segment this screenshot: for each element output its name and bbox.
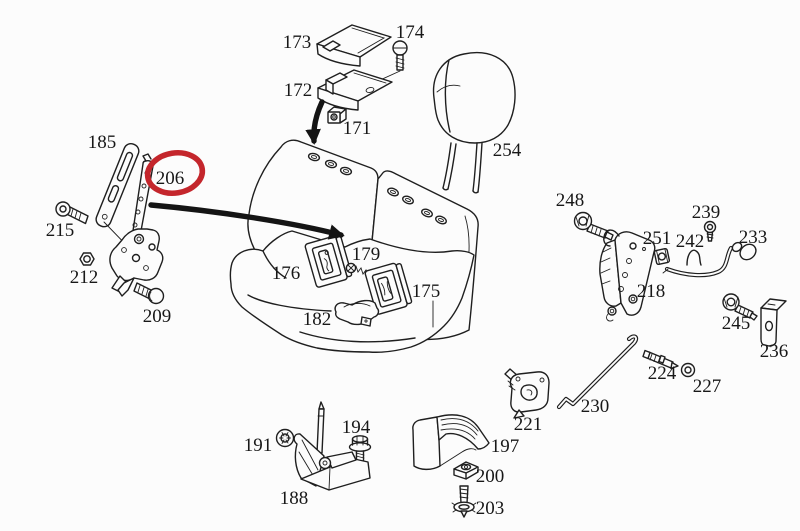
part-label-188: 188 xyxy=(280,488,309,509)
rod-230-drawing xyxy=(556,334,639,410)
part-label-221: 221 xyxy=(514,414,543,435)
headrest-drawing xyxy=(432,52,516,194)
hinge-bracket-218-drawing xyxy=(599,229,656,322)
part-label-236: 236 xyxy=(760,341,789,362)
screw-203-drawing xyxy=(451,485,477,518)
part-label-227: 227 xyxy=(693,376,722,397)
part-label-206-highlighted: 206 xyxy=(156,168,185,189)
part-label-176: 176 xyxy=(272,263,301,284)
latch-cover-175-drawing xyxy=(364,262,413,315)
part-label-242: 242 xyxy=(676,231,705,252)
release-cable-233-drawing xyxy=(662,241,757,278)
part-label-197: 197 xyxy=(491,436,520,457)
arrow-206-to-seat xyxy=(148,202,345,240)
part-label-175: 175 xyxy=(412,281,441,302)
part-label-209: 209 xyxy=(143,306,172,327)
screw-239-drawing xyxy=(703,220,717,242)
bracket-236-drawing xyxy=(760,298,787,347)
latch-221-drawing xyxy=(504,368,550,419)
part-label-203: 203 xyxy=(476,498,505,519)
part-labels: 173 174 172 171 254 185 206 215 212 209 … xyxy=(46,22,789,519)
screw-245-drawing xyxy=(722,293,758,321)
cover-197-drawing xyxy=(412,414,490,471)
part-label-254: 254 xyxy=(493,140,522,161)
clip-nut-200-drawing xyxy=(453,461,479,480)
lock-washer-191-drawing xyxy=(275,428,295,448)
bolt-194-drawing xyxy=(348,435,372,464)
part-label-230: 230 xyxy=(581,396,610,417)
highlight-circle-206 xyxy=(144,149,206,197)
side-strap-185-drawing xyxy=(95,142,140,253)
part-label-172: 172 xyxy=(284,80,313,101)
nut-212-drawing xyxy=(79,252,95,266)
threaded-stud-224-drawing xyxy=(642,349,679,370)
part-label-173: 173 xyxy=(283,32,312,53)
square-nut-171-drawing xyxy=(327,106,347,124)
floor-bracket-188-drawing xyxy=(293,401,371,491)
arrow-armrest-to-seat xyxy=(305,99,325,145)
part-label-218: 218 xyxy=(637,281,666,302)
part-label-215: 215 xyxy=(46,220,75,241)
screw-215-drawing xyxy=(55,201,89,225)
screw-209-drawing xyxy=(133,282,165,305)
part-label-233: 233 xyxy=(739,227,768,248)
clamp-251-drawing xyxy=(653,247,671,266)
part-label-182: 182 xyxy=(303,309,332,330)
part-label-200: 200 xyxy=(476,466,505,487)
part-label-245: 245 xyxy=(722,313,751,334)
part-label-194: 194 xyxy=(342,417,371,438)
part-label-224: 224 xyxy=(648,363,677,384)
part-label-212: 212 xyxy=(70,267,99,288)
part-label-185: 185 xyxy=(88,132,117,153)
spring-wire-242-drawing xyxy=(686,249,702,266)
part-label-248: 248 xyxy=(556,190,585,211)
bracket-182-drawing xyxy=(334,299,380,327)
armrest-base-172-drawing xyxy=(317,69,393,111)
part-label-191: 191 xyxy=(244,435,273,456)
bolt-248-drawing xyxy=(573,211,614,241)
part-label-179: 179 xyxy=(352,244,381,265)
part-label-239: 239 xyxy=(692,202,721,223)
washer-227-drawing xyxy=(680,362,696,378)
vent-slots xyxy=(307,152,447,225)
hinge-plate-206-drawing xyxy=(109,153,164,297)
armrest-cover-173-drawing xyxy=(316,24,392,67)
part-label-171: 171 xyxy=(343,118,372,139)
part-label-251: 251 xyxy=(643,228,672,249)
part-label-174: 174 xyxy=(396,22,425,43)
